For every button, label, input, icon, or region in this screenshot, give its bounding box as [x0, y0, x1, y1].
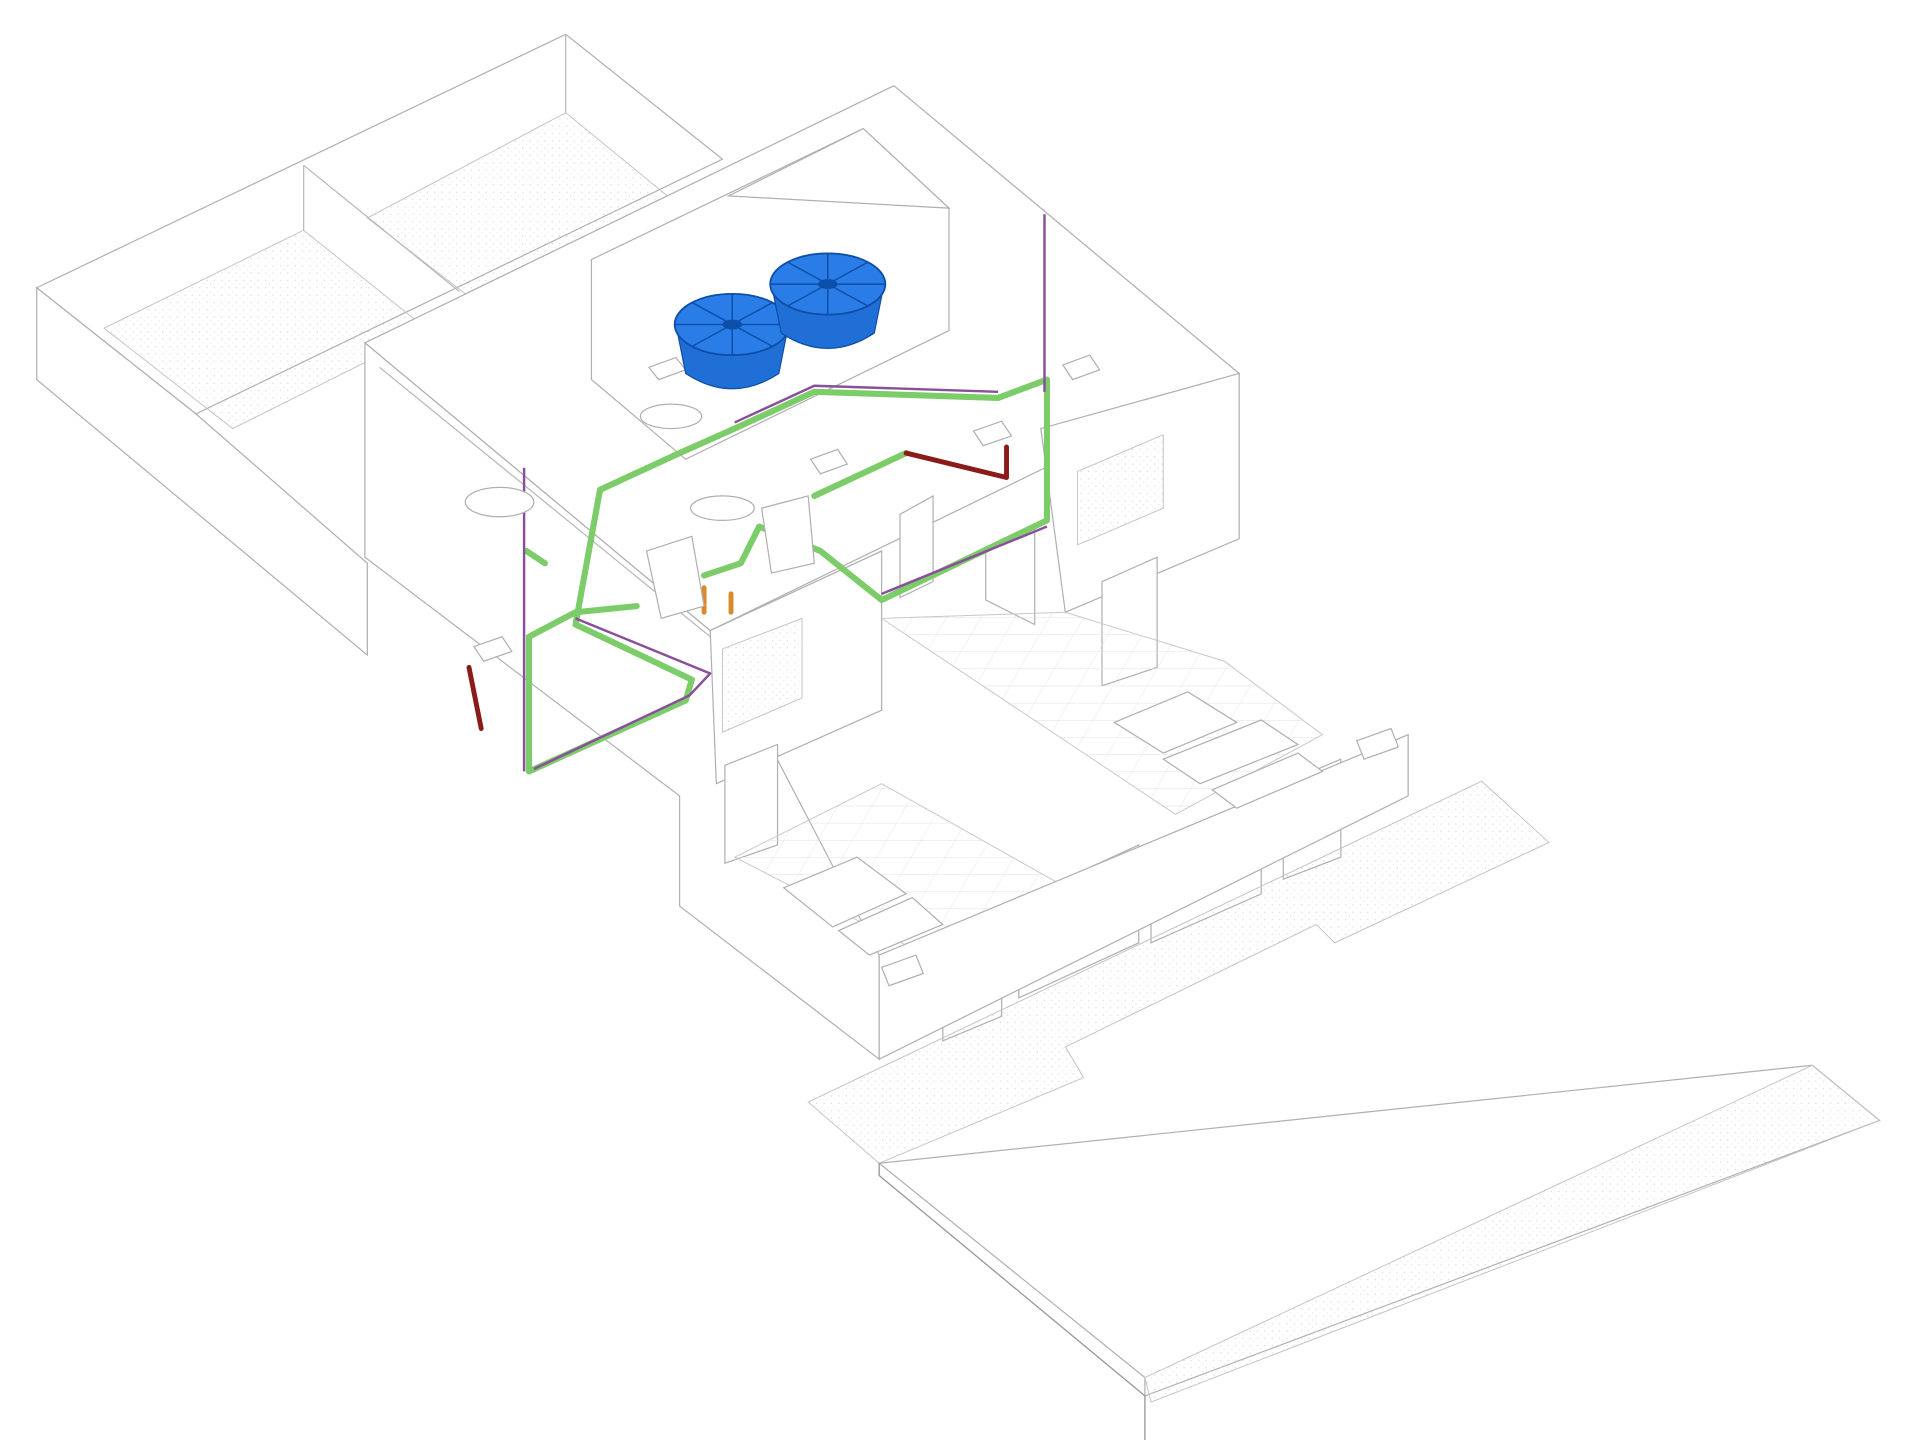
main-building [363, 84, 1409, 1061]
water-tank-2 [769, 252, 887, 349]
vent-pipes [522, 214, 1048, 772]
planters [782, 691, 1324, 956]
gas-pipes [701, 585, 734, 615]
fixtures [464, 354, 1400, 987]
gates [878, 733, 1409, 1061]
left-rear-block [35, 33, 724, 657]
water-tank-1 [673, 292, 791, 390]
hot-water-pipes [466, 444, 1009, 732]
street [807, 780, 1881, 1440]
